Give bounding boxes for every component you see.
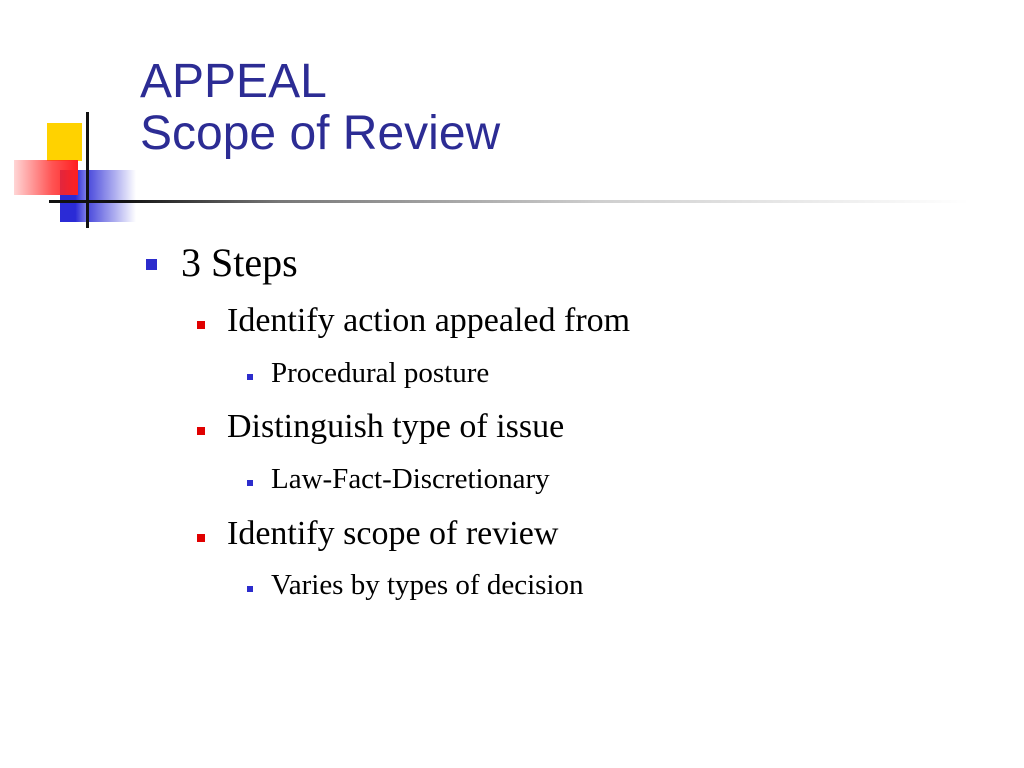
bullet-text: Procedural posture — [271, 357, 490, 389]
square-bullet-icon — [146, 259, 157, 270]
bullet-text: Law-Fact-Discretionary — [271, 463, 550, 495]
square-bullet-icon — [197, 321, 205, 329]
logo-red-bar — [14, 160, 78, 195]
square-bullet-icon — [247, 586, 253, 592]
square-bullet-icon — [197, 427, 205, 435]
slide-title: APPEAL Scope of Review — [140, 56, 500, 160]
bullet-text: Distinguish type of issue — [227, 408, 565, 445]
title-divider-line — [49, 200, 969, 203]
square-bullet-icon — [247, 480, 253, 486]
bullet-text: Varies by types of decision — [271, 569, 584, 601]
square-bullet-icon — [247, 374, 253, 380]
logo-blue-fade — [88, 170, 136, 222]
square-bullet-icon — [197, 534, 205, 542]
bullet-text: 3 Steps — [181, 240, 298, 285]
bullet-text: Identify action appealed from — [227, 302, 631, 339]
title-line-2: Scope of Review — [140, 107, 501, 160]
bullet-text: Identify scope of review — [227, 515, 559, 552]
logo-vertical-line — [86, 112, 89, 228]
logo-yellow-square — [47, 123, 82, 161]
title-line-1: APPEAL — [140, 55, 327, 108]
